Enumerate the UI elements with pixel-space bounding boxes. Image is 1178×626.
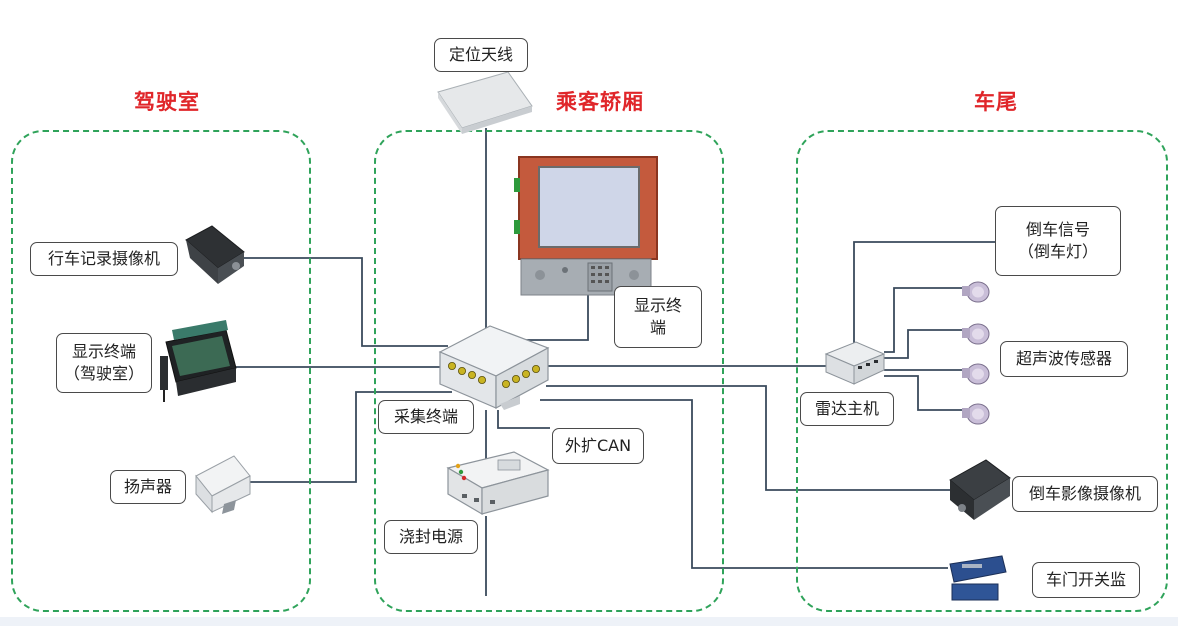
cab-display-icon [160, 320, 237, 402]
label-display-terminal-line2: 端 [649, 318, 666, 337]
collector-terminal-icon [438, 325, 550, 410]
wire-sensor-1 [884, 287, 962, 353]
wire-sensor-4 [884, 375, 962, 411]
zone-cabin [374, 130, 724, 612]
label-reverse-camera: 倒车影像摄像机 [1012, 476, 1158, 512]
wire-door [540, 399, 948, 569]
wire-dashcam [240, 257, 448, 347]
label-gps-antenna: 定位天线 [434, 38, 528, 72]
ultrasonic-sensor-icon [962, 403, 990, 425]
label-cab-display-line1: 显示终端 [71, 342, 136, 361]
label-door-monitor: 车门开关监 [1032, 562, 1140, 598]
wire-reverse-camera [546, 385, 952, 491]
power-supply-icon [446, 451, 550, 516]
label-collector: 采集终端 [378, 400, 474, 434]
label-reverse-signal-line2: （倒车灯） [1017, 242, 1098, 261]
display-terminal-icon [514, 156, 658, 296]
speaker-icon [195, 455, 251, 514]
label-dashcam: 行车记录摄像机 [30, 242, 178, 276]
zone-title-cab: 驾驶室 [134, 90, 200, 114]
ultrasonic-sensor-icon [962, 323, 990, 345]
bottom-strip [0, 617, 1178, 626]
wire-reverse-signal [853, 241, 996, 348]
radar-host-icon [824, 341, 886, 385]
dashcam-icon [185, 225, 245, 284]
reverse-camera-icon [949, 459, 1011, 520]
wire-sensor-2 [884, 329, 962, 359]
ultrasonic-sensor-icon [962, 281, 990, 303]
zone-title-rear: 车尾 [974, 90, 1018, 114]
label-can-ext: 外扩CAN [552, 428, 644, 464]
label-radar-host: 雷达主机 [800, 392, 894, 426]
door-sensor-icon [949, 555, 1007, 601]
label-power: 浇封电源 [384, 520, 478, 554]
label-cab-display-line2: （驾驶室） [63, 364, 144, 383]
label-reverse-signal-line1: 倒车信号 [1025, 220, 1090, 239]
zone-cab [11, 130, 311, 612]
label-display-terminal-line1: 显示终 [633, 296, 682, 315]
label-reverse-signal: 倒车信号 （倒车灯） [995, 206, 1121, 276]
label-display-terminal: 显示终 端 [614, 286, 702, 348]
label-cab-display: 显示终端 （驾驶室） [56, 333, 152, 393]
wire-speaker [248, 391, 452, 483]
zone-title-cabin: 乘客轿厢 [556, 90, 644, 114]
label-ultrasonic: 超声波传感器 [1000, 341, 1128, 377]
zone-rear [796, 130, 1168, 612]
gps-antenna-icon [437, 71, 533, 134]
wire-can [497, 410, 550, 429]
label-speaker: 扬声器 [110, 470, 186, 504]
wire-display [524, 292, 589, 341]
ultrasonic-sensor-icon [962, 363, 990, 385]
